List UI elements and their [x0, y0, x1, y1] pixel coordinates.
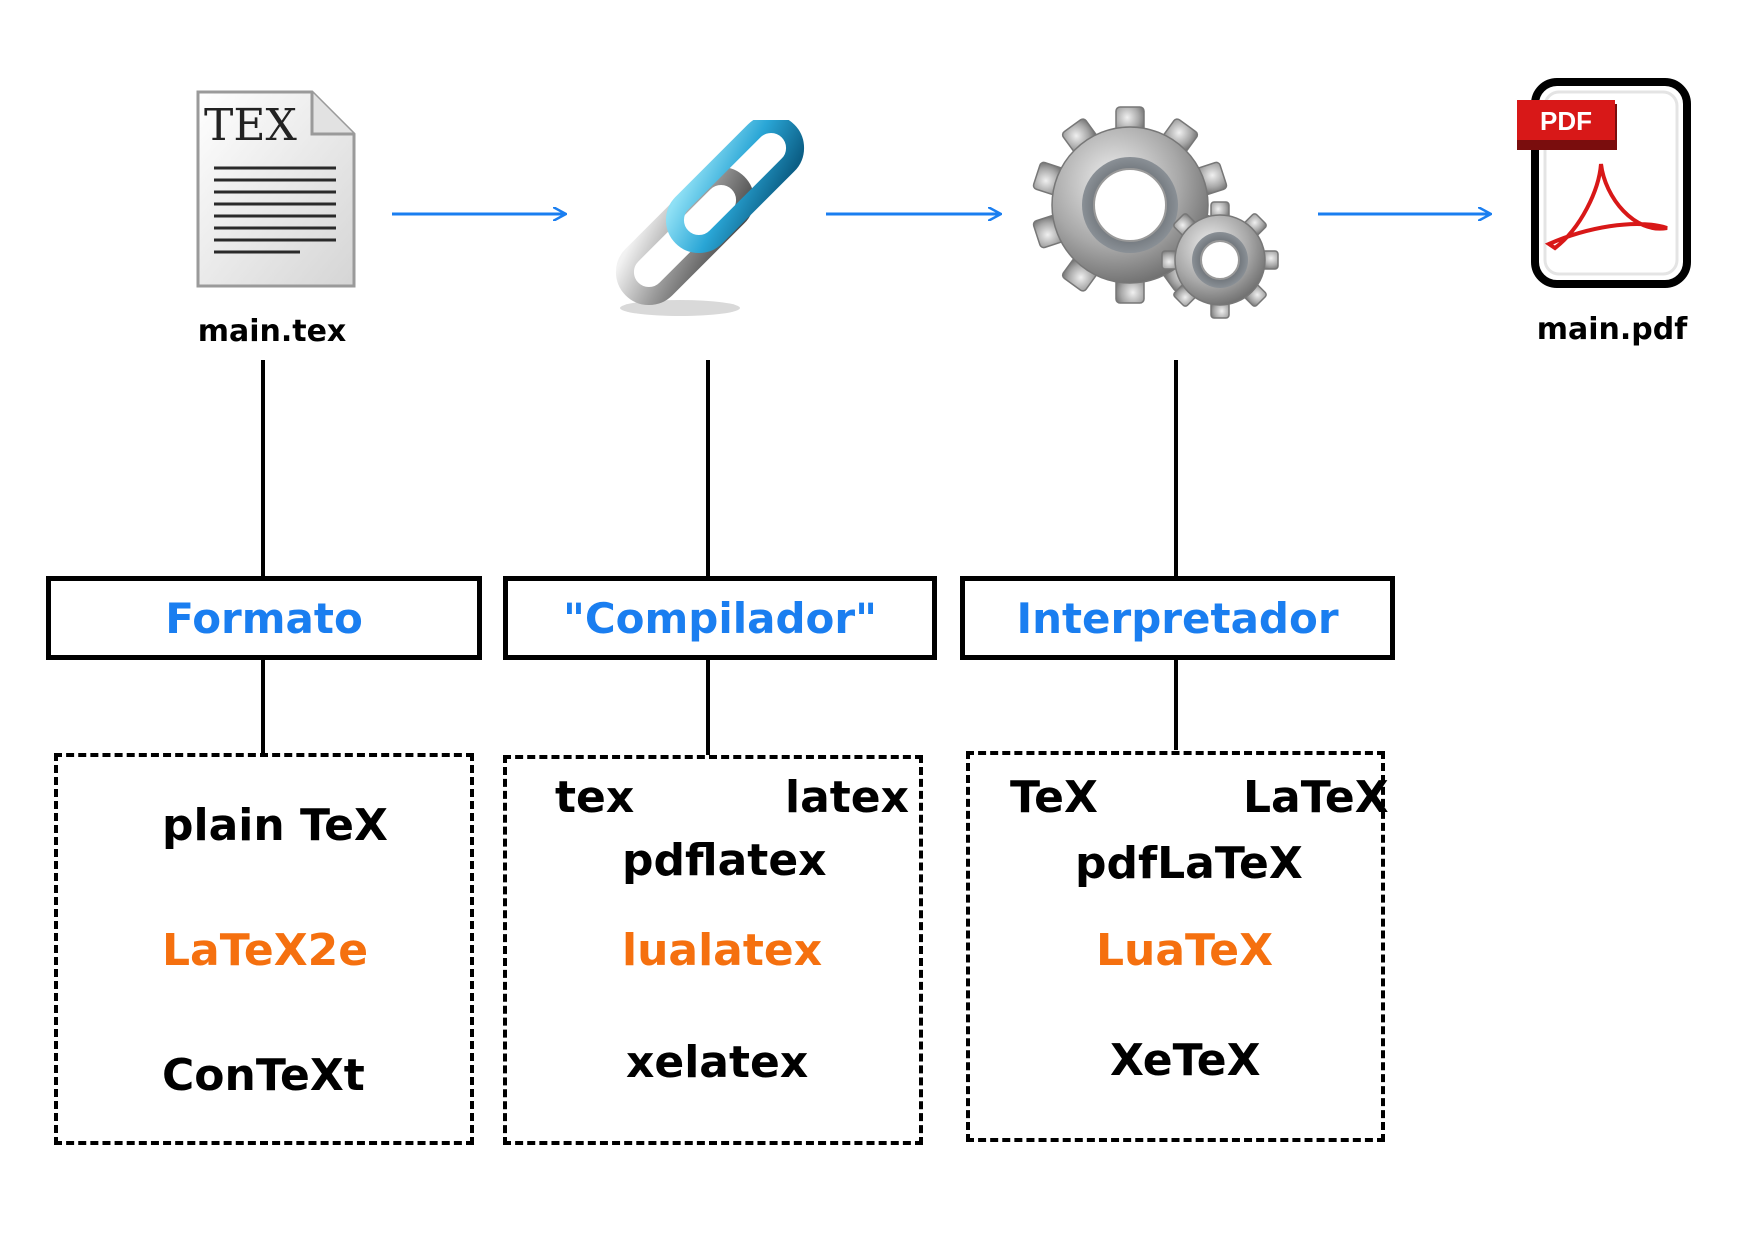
item-tex: tex: [555, 772, 635, 823]
tex-document-icon: TEX: [196, 90, 356, 288]
item-latex2e: LaTeX2e: [162, 925, 369, 976]
pdf-document-icon: PDF: [1517, 78, 1691, 288]
file-label-main-tex: main.tex: [197, 314, 347, 349]
items-box-formato: [54, 753, 474, 1145]
category-title-formato: Formato: [165, 593, 363, 643]
gears-icon: [1032, 106, 1279, 319]
item-xelatex: xelatex: [626, 1037, 809, 1088]
category-title-interpretador: Interpretador: [1016, 593, 1339, 643]
item-luatex: LuaTeX: [1096, 925, 1273, 976]
items-box-interpretador: [966, 751, 1385, 1142]
category-box-formato: Formato: [46, 576, 482, 660]
item-tex-engine: TeX: [1010, 772, 1098, 823]
pdf-icon-text: PDF: [1540, 106, 1592, 136]
file-label-main-pdf: main.pdf: [1536, 312, 1688, 347]
item-pdflatex-engine: pdfLaTeX: [1075, 838, 1303, 889]
category-box-interpretador: Interpretador: [960, 576, 1395, 660]
category-title-compilador: "Compilador": [562, 593, 878, 643]
item-lualatex: lualatex: [622, 925, 823, 976]
tex-icon-text: TEX: [204, 100, 297, 151]
items-box-compilador: [503, 755, 923, 1145]
item-latex: latex: [785, 772, 910, 823]
category-box-compilador: "Compilador": [503, 576, 937, 660]
item-pdflatex: pdflatex: [622, 835, 827, 886]
item-xetex: XeTeX: [1110, 1035, 1261, 1086]
chain-link-icon: [615, 120, 805, 316]
item-context: ConTeXt: [162, 1050, 365, 1101]
item-latex-engine: LaTeX: [1243, 772, 1389, 823]
item-plain-tex: plain TeX: [162, 800, 388, 851]
